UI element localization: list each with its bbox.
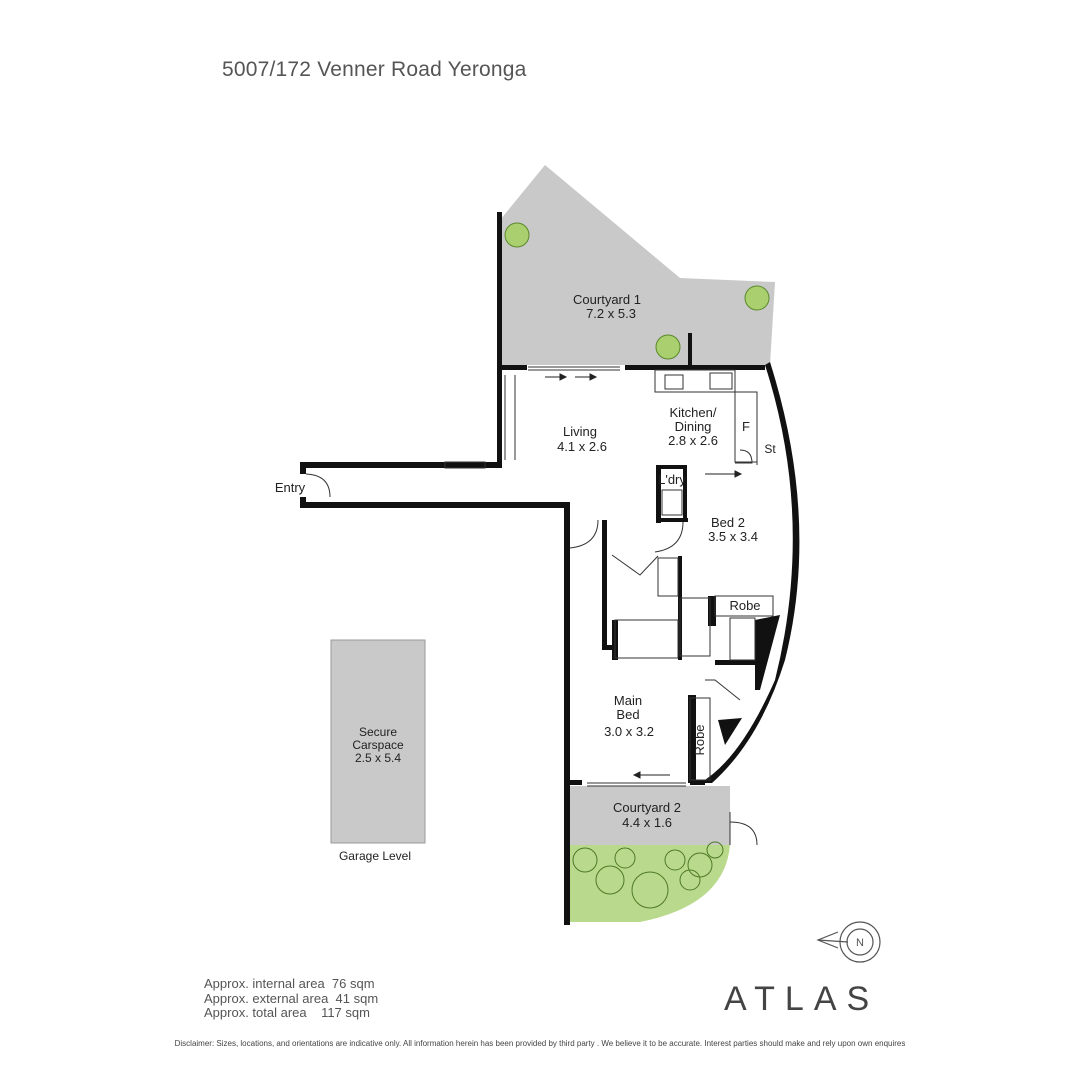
curved-wall-wedge — [755, 615, 780, 690]
carspace-label-2: Carspace — [352, 738, 404, 752]
living-label: Living — [563, 424, 597, 439]
carspace-dims: 2.5 x 5.4 — [355, 751, 401, 765]
courtyard-2-dims: 4.4 x 1.6 — [622, 815, 672, 830]
garden-trees — [572, 841, 724, 909]
plan-title: 5007/172 Venner Road Yeronga — [222, 58, 527, 81]
main-bed-label-1: Main — [614, 693, 642, 708]
kitchen-dims: 2.8 x 2.6 — [668, 433, 718, 448]
courtyard-1-area — [500, 165, 775, 365]
bed-2-dims: 3.5 x 3.4 — [708, 529, 758, 544]
area-summary: Approx. internal area 76 sqm Approx. ext… — [204, 976, 379, 1021]
carspace-area — [330, 639, 426, 844]
entry-label: Entry — [275, 480, 306, 495]
main-bed-robe-label: Robe — [692, 724, 707, 755]
carspace-label-1: Secure — [359, 725, 397, 739]
external-area: Approx. external area 41 sqm — [204, 990, 379, 1006]
total-area: Approx. total area 117 sqm — [204, 1005, 370, 1020]
partitions — [305, 366, 774, 846]
internal-area: Approx. internal area 76 sqm — [204, 976, 375, 991]
disclaimer: Disclaimer: Sizes, locations, and orient… — [174, 1039, 906, 1048]
atlas-logo: ATLAS — [724, 980, 880, 1018]
garden-area — [570, 845, 730, 922]
compass-icon — [816, 921, 881, 963]
courtyard-1-label: Courtyard 1 — [573, 292, 641, 307]
laundry-label: L'dry — [658, 472, 686, 487]
courtyard-2-label: Courtyard 2 — [613, 800, 681, 815]
living-dims: 4.1 x 2.6 — [557, 439, 607, 454]
main-bed-dims: 3.0 x 3.2 — [604, 724, 654, 739]
compass-letter: N — [856, 937, 864, 949]
tree-icon — [504, 222, 770, 360]
dining-label: Dining — [675, 419, 712, 434]
store-label: St — [764, 442, 776, 456]
fridge-label: F — [742, 419, 750, 434]
kitchen-label: Kitchen/ — [670, 405, 717, 420]
walls — [300, 212, 765, 925]
main-bed-label-2: Bed — [616, 707, 639, 722]
courtyard-1-dims: 7.2 x 5.3 — [586, 306, 636, 321]
door-arrows — [545, 373, 743, 779]
courtyard-2-area — [570, 786, 730, 845]
bed-2-robe-label: Robe — [729, 598, 760, 613]
bed-2-label: Bed 2 — [711, 515, 745, 530]
garage-level-label: Garage Level — [339, 849, 411, 863]
curved-wall-wedge-2 — [718, 718, 742, 745]
